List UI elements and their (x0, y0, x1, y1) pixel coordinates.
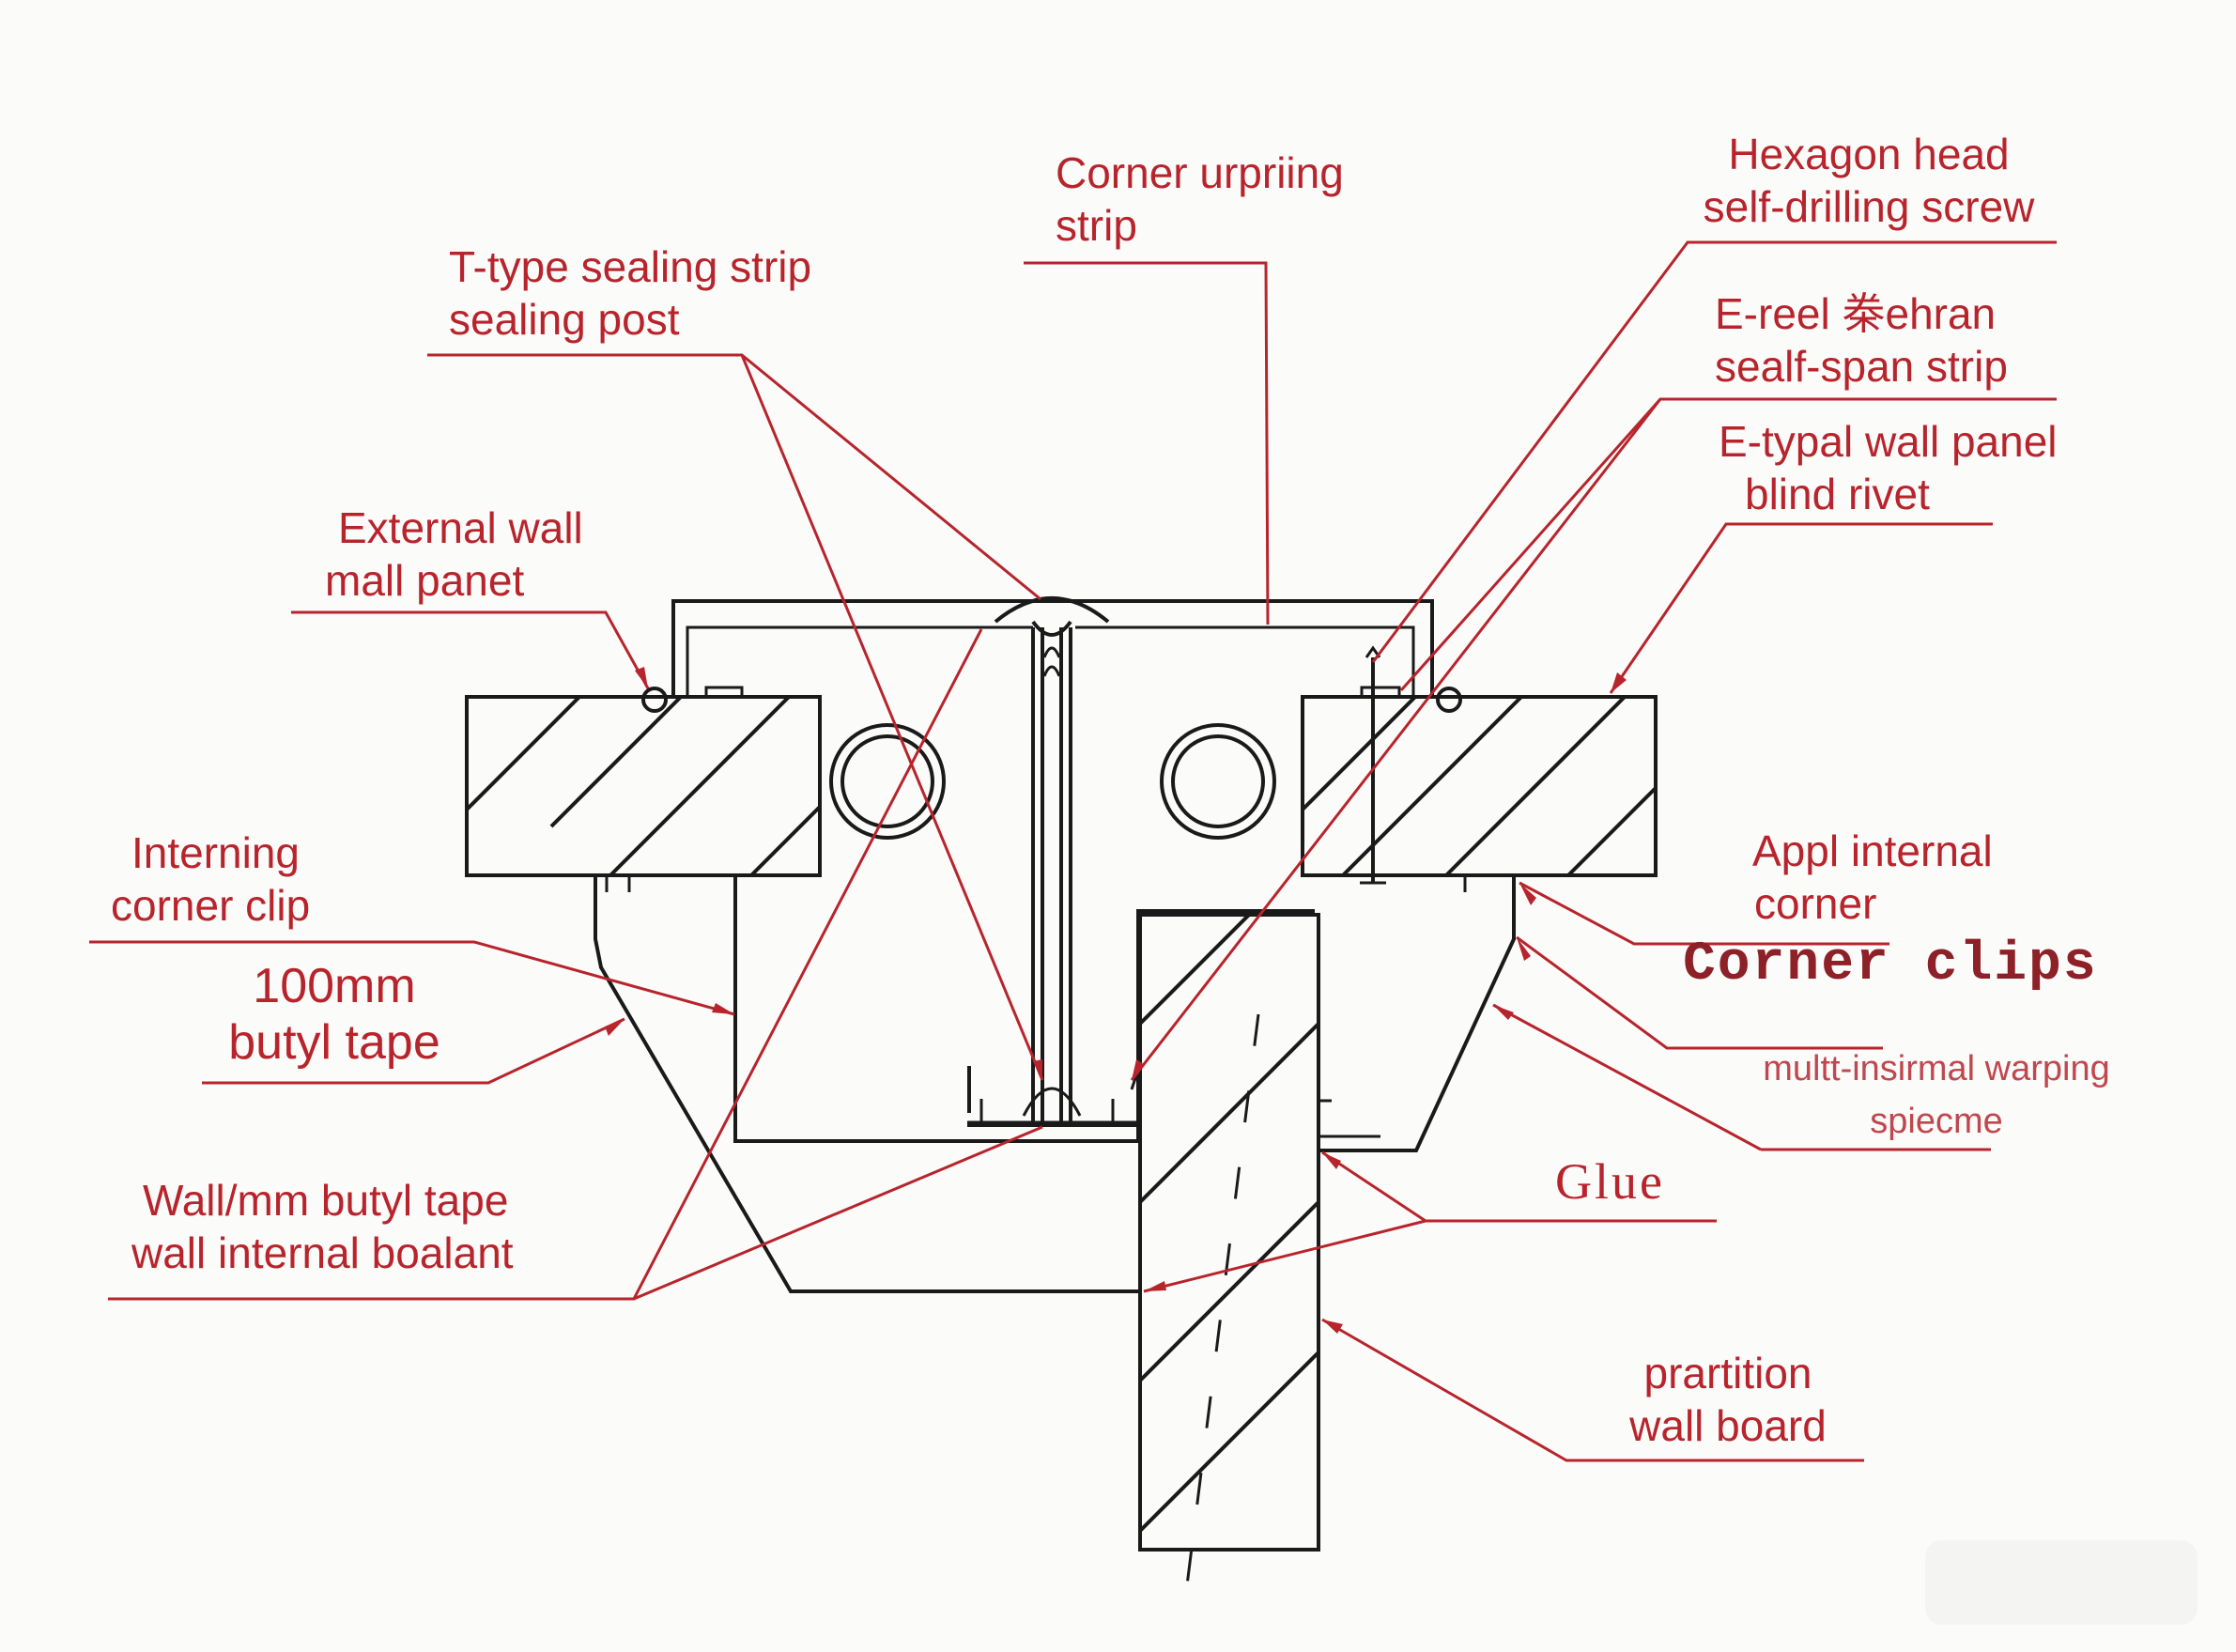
right-blind-rivet (1436, 687, 1462, 713)
label-multi-internal-warping: multt-insirmal warping spiecme (1763, 1049, 2110, 1141)
label-interning-corner-clip: Interning corner clip (111, 828, 311, 930)
corner-strip-inner (686, 625, 1415, 697)
left-sealing-gasket (829, 723, 946, 840)
center-line (1181, 1013, 1260, 1616)
left-wall-panel (465, 695, 822, 877)
label-e-reel-strip: E-reel 桊ehran sealf-span strip (1715, 289, 2008, 391)
leader-lines (89, 240, 2057, 1462)
label-partition-wall-board: prartition wall board (1629, 1349, 1827, 1450)
label-appl-internal-corner: Appl internal corner (1752, 826, 1993, 928)
label-t-type-sealing-strip: T-type sealing strip sealing post (449, 242, 812, 344)
faded-watermark (1925, 1540, 2197, 1625)
left-panel-hatch (467, 697, 820, 875)
right-corner-clip (1318, 873, 1516, 1152)
label-e-typal-rivet: E-typal wall panel blind rivet (1719, 417, 2058, 518)
left-corner-clip (594, 875, 1140, 1293)
t-sealing-post-head (994, 596, 1110, 637)
label-glue: Glue (1555, 1153, 1665, 1210)
leader-arrowheads (605, 667, 1627, 1334)
partition-wall-board (1138, 913, 1320, 1552)
structure-linework (465, 596, 1658, 1616)
label-100mm-butyl-tape: 100mm butyl tape (228, 959, 440, 1070)
right-wall-panel (1301, 695, 1658, 877)
label-wall-butyl-tape-sealant: Wall/mm butyl tape wall internal boalant (131, 1176, 514, 1277)
label-hexagon-head-screw: Hexagon head self-drilling screw (1703, 130, 2035, 231)
left-blind-rivet (641, 687, 668, 713)
label-corner-upright-strip: Corner urpriing strip (1056, 148, 1344, 250)
right-sealing-gasket (1160, 723, 1276, 840)
corner-upright-strip (671, 599, 1434, 697)
label-corner-clips: Corner clips (1683, 934, 2098, 996)
partition-hatch (1140, 915, 1318, 1533)
label-external-wall-panel: External wall mall panet (325, 503, 583, 605)
